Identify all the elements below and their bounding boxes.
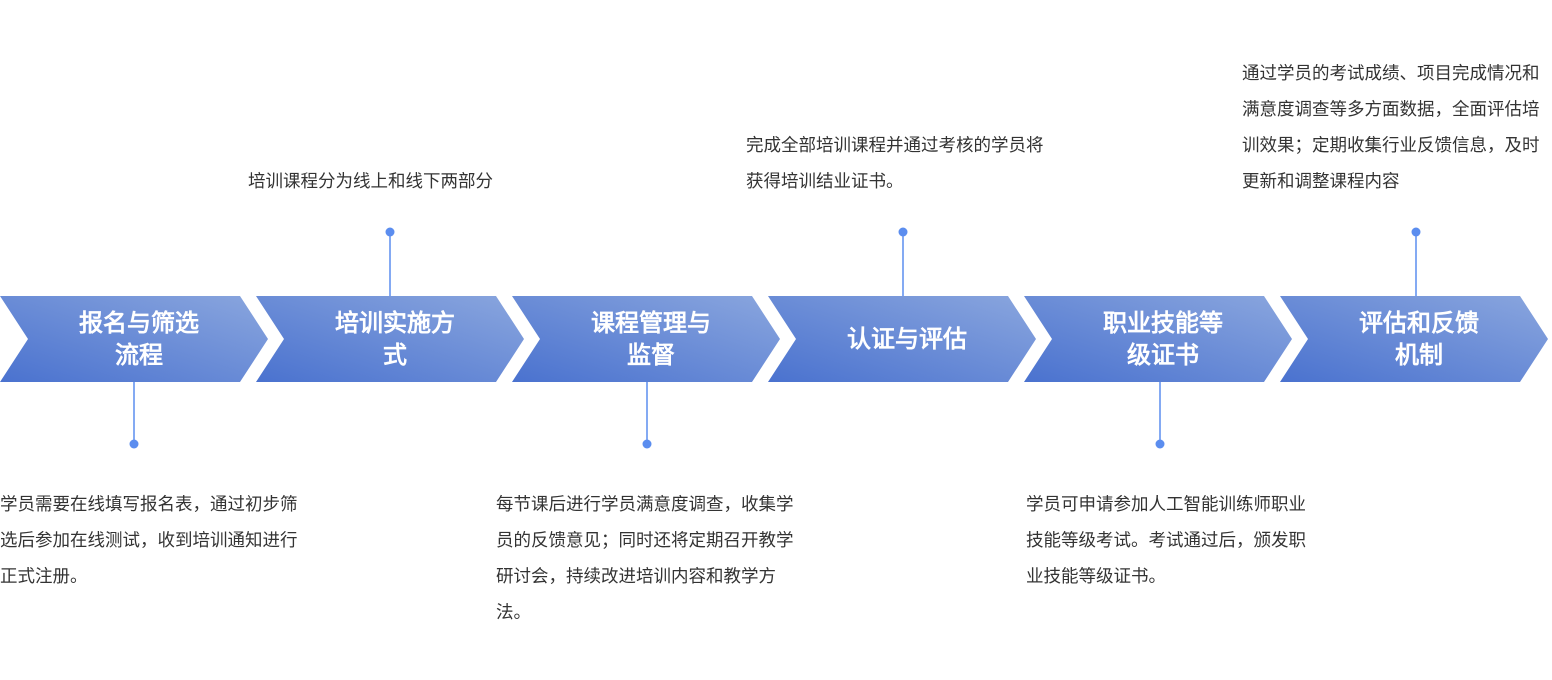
step-title-line: 认证与评估 <box>847 325 967 353</box>
step-title-6: 评估和反馈机制 <box>1280 296 1548 382</box>
step-title-5: 职业技能等级证书 <box>1024 296 1292 382</box>
step-title-1: 报名与筛选流程 <box>0 296 268 382</box>
step-title-line: 流程 <box>115 341 163 369</box>
step-description-5: 学员可申请参加人工智能训练师职业技能等级考试。考试通过后，颁发职业技能等级证书。 <box>1026 495 1306 587</box>
connector-dot-4 <box>898 227 908 237</box>
step-title-line: 监督 <box>627 341 675 369</box>
step-title-2: 培训实施方式 <box>256 296 524 382</box>
step-title-line: 机制 <box>1395 341 1443 369</box>
step-title-line: 式 <box>383 341 407 369</box>
connector-dot-2 <box>385 227 395 237</box>
chevron-step-4 <box>768 296 1036 382</box>
step-title-line: 培训实施方 <box>335 309 455 337</box>
connector-dot-6 <box>1411 227 1421 237</box>
chevron-step-6 <box>1280 296 1548 382</box>
step-description-2: 培训课程分为线上和线下两部分 <box>248 172 493 192</box>
step-title-line: 评估和反馈 <box>1359 309 1479 337</box>
chevron-step-5 <box>1024 296 1292 382</box>
connector-dot-1 <box>129 439 139 449</box>
connector-dot-3 <box>642 439 652 449</box>
chevron-step-3 <box>512 296 780 382</box>
step-description-6: 通过学员的考试成绩、项目完成情况和满意度调查等多方面数据，全面评估培训效果；定期… <box>1242 64 1540 192</box>
step-title-3: 课程管理与监督 <box>512 296 780 382</box>
step-title-line: 职业技能等 <box>1103 309 1223 337</box>
step-description-3: 每节课后进行学员满意度调查，收集学员的反馈意见；同时还将定期召开教学研讨会，持续… <box>496 495 794 623</box>
chevron-step-1 <box>0 296 268 382</box>
step-title-4: 认证与评估 <box>768 296 1036 382</box>
step-title-line: 课程管理与 <box>591 309 711 337</box>
chevron-step-2 <box>256 296 524 382</box>
step-title-line: 报名与筛选 <box>79 309 199 337</box>
step-description-1: 学员需要在线填写报名表，通过初步筛选后参加在线测试，收到培训通知进行正式注册。 <box>0 495 298 587</box>
connector-dot-5 <box>1155 439 1165 449</box>
step-description-4: 完成全部培训课程并通过考核的学员将获得培训结业证书。 <box>746 136 1044 192</box>
step-title-line: 级证书 <box>1127 341 1199 369</box>
